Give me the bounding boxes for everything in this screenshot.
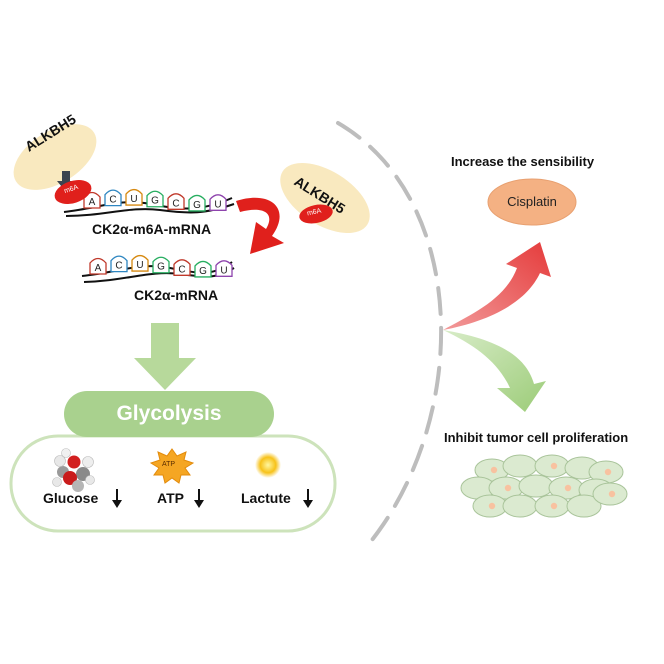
atp-burst-icon — [149, 448, 195, 484]
rna-base-letter: U — [220, 265, 227, 276]
tumor-cell-nucleus — [490, 466, 498, 474]
rna-base-letter: G — [151, 196, 159, 207]
rna-base-shape — [146, 190, 164, 208]
rna-base-letter: G — [199, 266, 207, 277]
rna-base-letter: C — [115, 261, 122, 272]
demethylated-rna-label: CK2α-mRNA — [134, 287, 219, 303]
tumor-cell-nucleus — [564, 484, 572, 492]
atp-icon-text: ATP — [162, 461, 176, 468]
rna-base-shape — [104, 189, 122, 207]
rna-base-shape — [125, 188, 143, 206]
rna-base-shape — [131, 254, 149, 272]
rna-base-shape — [110, 255, 128, 273]
glucose-down-arrow — [112, 489, 122, 508]
rna-base-letter: G — [193, 200, 201, 211]
rna-base-letter: C — [172, 198, 179, 209]
glucose-molecule-icon — [52, 448, 95, 492]
tumor-cell-nucleus — [504, 484, 512, 492]
tumor-cell-cluster — [460, 454, 628, 518]
rna-base-shape — [209, 194, 227, 211]
binding-arrow — [57, 171, 75, 192]
tumor-cell-nucleus — [488, 502, 496, 510]
tumor-cell-nucleus — [608, 490, 616, 498]
rna-base-letter: C — [109, 195, 116, 206]
rna-base-shape — [152, 256, 170, 274]
lactate-down-arrow — [303, 489, 313, 508]
green-down-right-arrow — [443, 330, 546, 412]
divider-dashed-arc — [336, 121, 444, 547]
methylated-rna-label: CK2α-m6A-mRNA — [92, 221, 212, 237]
rna-base-letter: C — [178, 264, 185, 275]
rna-base-shape — [173, 259, 191, 276]
tumor-cell-nucleus — [604, 468, 612, 476]
rna-base-letter: G — [157, 262, 165, 273]
alkbh5-ellipse-right — [280, 162, 370, 234]
rna-base-shape — [167, 193, 185, 210]
tumor-cell — [502, 494, 538, 518]
alkbh5-ellipse-left — [13, 124, 97, 190]
cisplatin-pill — [487, 178, 577, 226]
green-down-arrow — [134, 323, 196, 390]
tumor-cell — [566, 494, 602, 518]
atp-label: ATP — [157, 490, 184, 506]
tumor-cell-nucleus — [550, 502, 558, 510]
proliferation-title: Inhibit tumor cell proliferation — [444, 430, 629, 445]
tumor-cell-nucleus — [550, 462, 558, 470]
sensitivity-title: Increase the sensibility — [451, 154, 595, 169]
glycolysis-banner — [64, 391, 274, 437]
atp-down-arrow — [194, 489, 204, 508]
rna-base-letter: U — [214, 199, 221, 210]
m6a-mark-top — [54, 180, 92, 204]
rna-base-letter: U — [130, 194, 137, 205]
rna-base-letter: A — [89, 197, 96, 208]
cisplatin-label: Cisplatin — [507, 194, 557, 209]
rna-base-shape — [215, 260, 233, 277]
m6a-mark-right — [299, 204, 333, 224]
rna-base-shape — [89, 257, 107, 275]
lactate-glow-icon — [255, 452, 281, 478]
rna-base-shape — [194, 260, 212, 278]
tumor-cell — [518, 474, 554, 498]
glucose-label: Glucose — [43, 490, 99, 506]
rna-base-shape — [188, 194, 206, 212]
glycolysis-title: Glycolysis — [116, 402, 222, 425]
rna-base-letter: A — [95, 263, 102, 274]
demethylation-arrow — [236, 197, 284, 254]
rna-base-letter: U — [136, 260, 143, 271]
lactate-label: Lactute — [241, 490, 291, 506]
tumor-cell — [502, 454, 538, 478]
red-up-arrow — [443, 242, 551, 330]
